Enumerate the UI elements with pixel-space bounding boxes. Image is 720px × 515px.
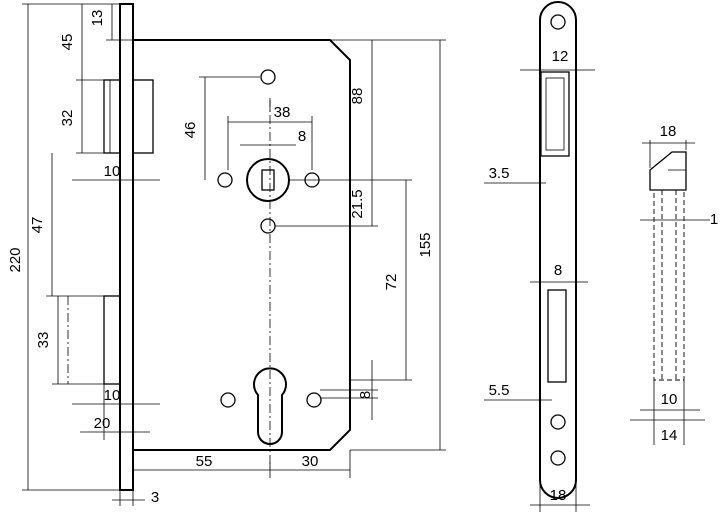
- dim-follower-offset: 21.5: [349, 189, 366, 218]
- fixing-hole-top: [260, 69, 276, 85]
- dim-bolt-height: 33: [35, 332, 52, 349]
- face-plate-outline: [539, 1, 577, 499]
- cylinder-cutout: [253, 367, 287, 445]
- main-dimensions: 220 13 45 32 10 47 33 10 20: [7, 3, 446, 506]
- dim-head-width: 18: [660, 123, 677, 140]
- dim-bolt-depth: 10: [104, 387, 121, 404]
- dim-case-rear: 30: [302, 453, 319, 470]
- dim-follower-width: 38: [274, 104, 291, 121]
- dim-shank-outer: 14: [661, 427, 678, 444]
- fixing-hole-mid: [260, 218, 276, 234]
- fixing-hole-left: [217, 172, 233, 188]
- screw-hole-lower-2: [550, 450, 566, 466]
- dim-bolt-throw: 20: [94, 415, 111, 432]
- dim-backset: 55: [196, 453, 213, 470]
- latch-bolt-body: [132, 79, 154, 154]
- dim-latch-top: 45: [59, 34, 76, 51]
- dim-case-to-follower: 88: [349, 88, 366, 105]
- dim-follower-height: 46: [182, 122, 199, 139]
- face-plate: [119, 3, 134, 491]
- follower-hub: [246, 158, 290, 202]
- dim-case-height: 155: [417, 232, 434, 257]
- follower-square: [261, 169, 275, 191]
- lock-case: [133, 39, 351, 451]
- dim-strike-depth: 3.5: [489, 165, 510, 182]
- dim-bolt-gap: 47: [29, 217, 46, 234]
- dead-bolt: [103, 295, 121, 385]
- strike-bolt-opening: [547, 289, 567, 383]
- dim-shank-inner: 10: [661, 391, 678, 408]
- dim-plate-width: 18: [550, 487, 567, 504]
- dim-plate-thickness: 3: [151, 489, 159, 506]
- dim-center-distance: 72: [383, 274, 400, 291]
- face-plate-dimensions: 12 3.5 8 5.5 18: [484, 48, 595, 512]
- dim-overall-height: 220: [7, 247, 24, 272]
- lock-front-view: [67, 3, 351, 491]
- dim-face-top: 13: [89, 10, 106, 27]
- dim-slot-width: 8: [554, 262, 562, 279]
- latch-detail-view: [649, 151, 687, 381]
- cylinder-hole-right: [306, 392, 322, 408]
- dim-latch-height: 32: [59, 110, 76, 127]
- screw-hole-lower-1: [550, 414, 566, 430]
- dim-follower-square: 8: [298, 128, 306, 145]
- strike-latch-opening: [540, 71, 570, 157]
- dim-head-thickness: 1: [710, 211, 718, 228]
- cylinder-hole-left: [220, 392, 236, 408]
- latch-head: [649, 151, 687, 191]
- dim-cylinder-pin: 8: [357, 391, 374, 399]
- face-plate-view: [539, 1, 577, 499]
- dim-strike-width: 12: [552, 48, 569, 65]
- latch-shank: [653, 189, 685, 381]
- latch-detail-dimensions: 18 1 10 14: [630, 123, 718, 445]
- latch-bolt: [103, 79, 121, 154]
- dim-slot-depth: 5.5: [489, 382, 510, 399]
- dim-latch-depth: 10: [104, 163, 121, 180]
